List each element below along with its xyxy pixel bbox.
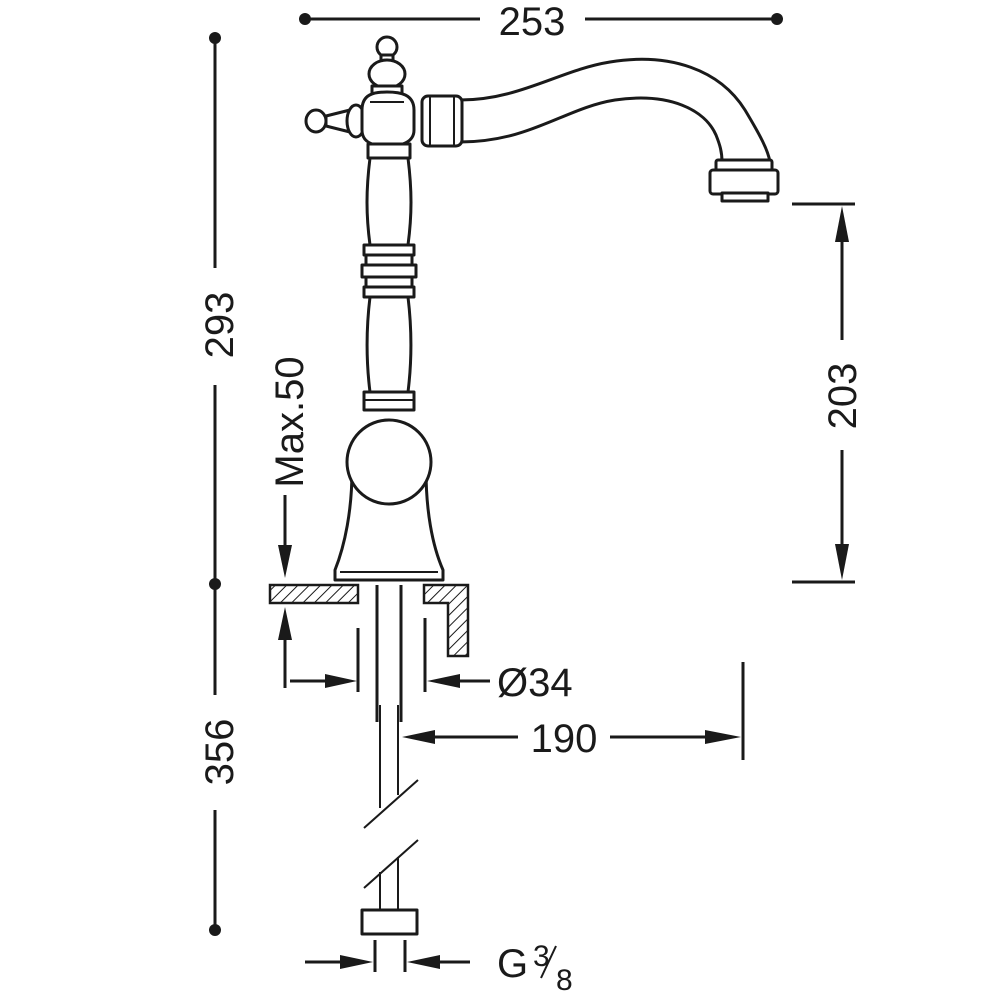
dimension-below-counter: 356 xyxy=(198,584,242,936)
dimension-overall-height: 293 xyxy=(198,32,242,590)
faucet-spout xyxy=(420,57,780,203)
faucet-base xyxy=(333,418,445,582)
connection-denominator: 8 xyxy=(556,964,573,997)
overall-height-label: 293 xyxy=(198,292,242,359)
dimension-overall-width: 253 xyxy=(299,0,783,44)
dimension-max-thickness: Max.50 xyxy=(268,356,312,688)
below-counter-label: 356 xyxy=(198,719,242,786)
max-thickness-label: Max.50 xyxy=(268,356,312,487)
faucet-head xyxy=(360,90,416,148)
connection-numerator: 3 xyxy=(533,940,550,973)
spout-height-label: 203 xyxy=(821,363,865,430)
dimension-hose-offset: 190 xyxy=(402,662,745,761)
overall-width-label: 253 xyxy=(499,0,566,44)
dimension-connection-thread: G 3 8 xyxy=(305,940,573,997)
hole-diameter-label: Ø34 xyxy=(497,661,573,705)
hose-offset-label: 190 xyxy=(531,717,598,761)
countertop-section xyxy=(268,583,470,658)
faucet-handle xyxy=(304,103,367,139)
dimension-hole-diameter: Ø34 xyxy=(290,618,573,705)
connection-prefix-label: G xyxy=(497,942,528,986)
faucet-top-finial xyxy=(367,35,407,96)
faucet-column xyxy=(360,142,418,412)
faucet-shank xyxy=(375,585,403,722)
dimension-spout-height: 203 xyxy=(792,202,865,584)
supply-hose xyxy=(360,705,419,936)
